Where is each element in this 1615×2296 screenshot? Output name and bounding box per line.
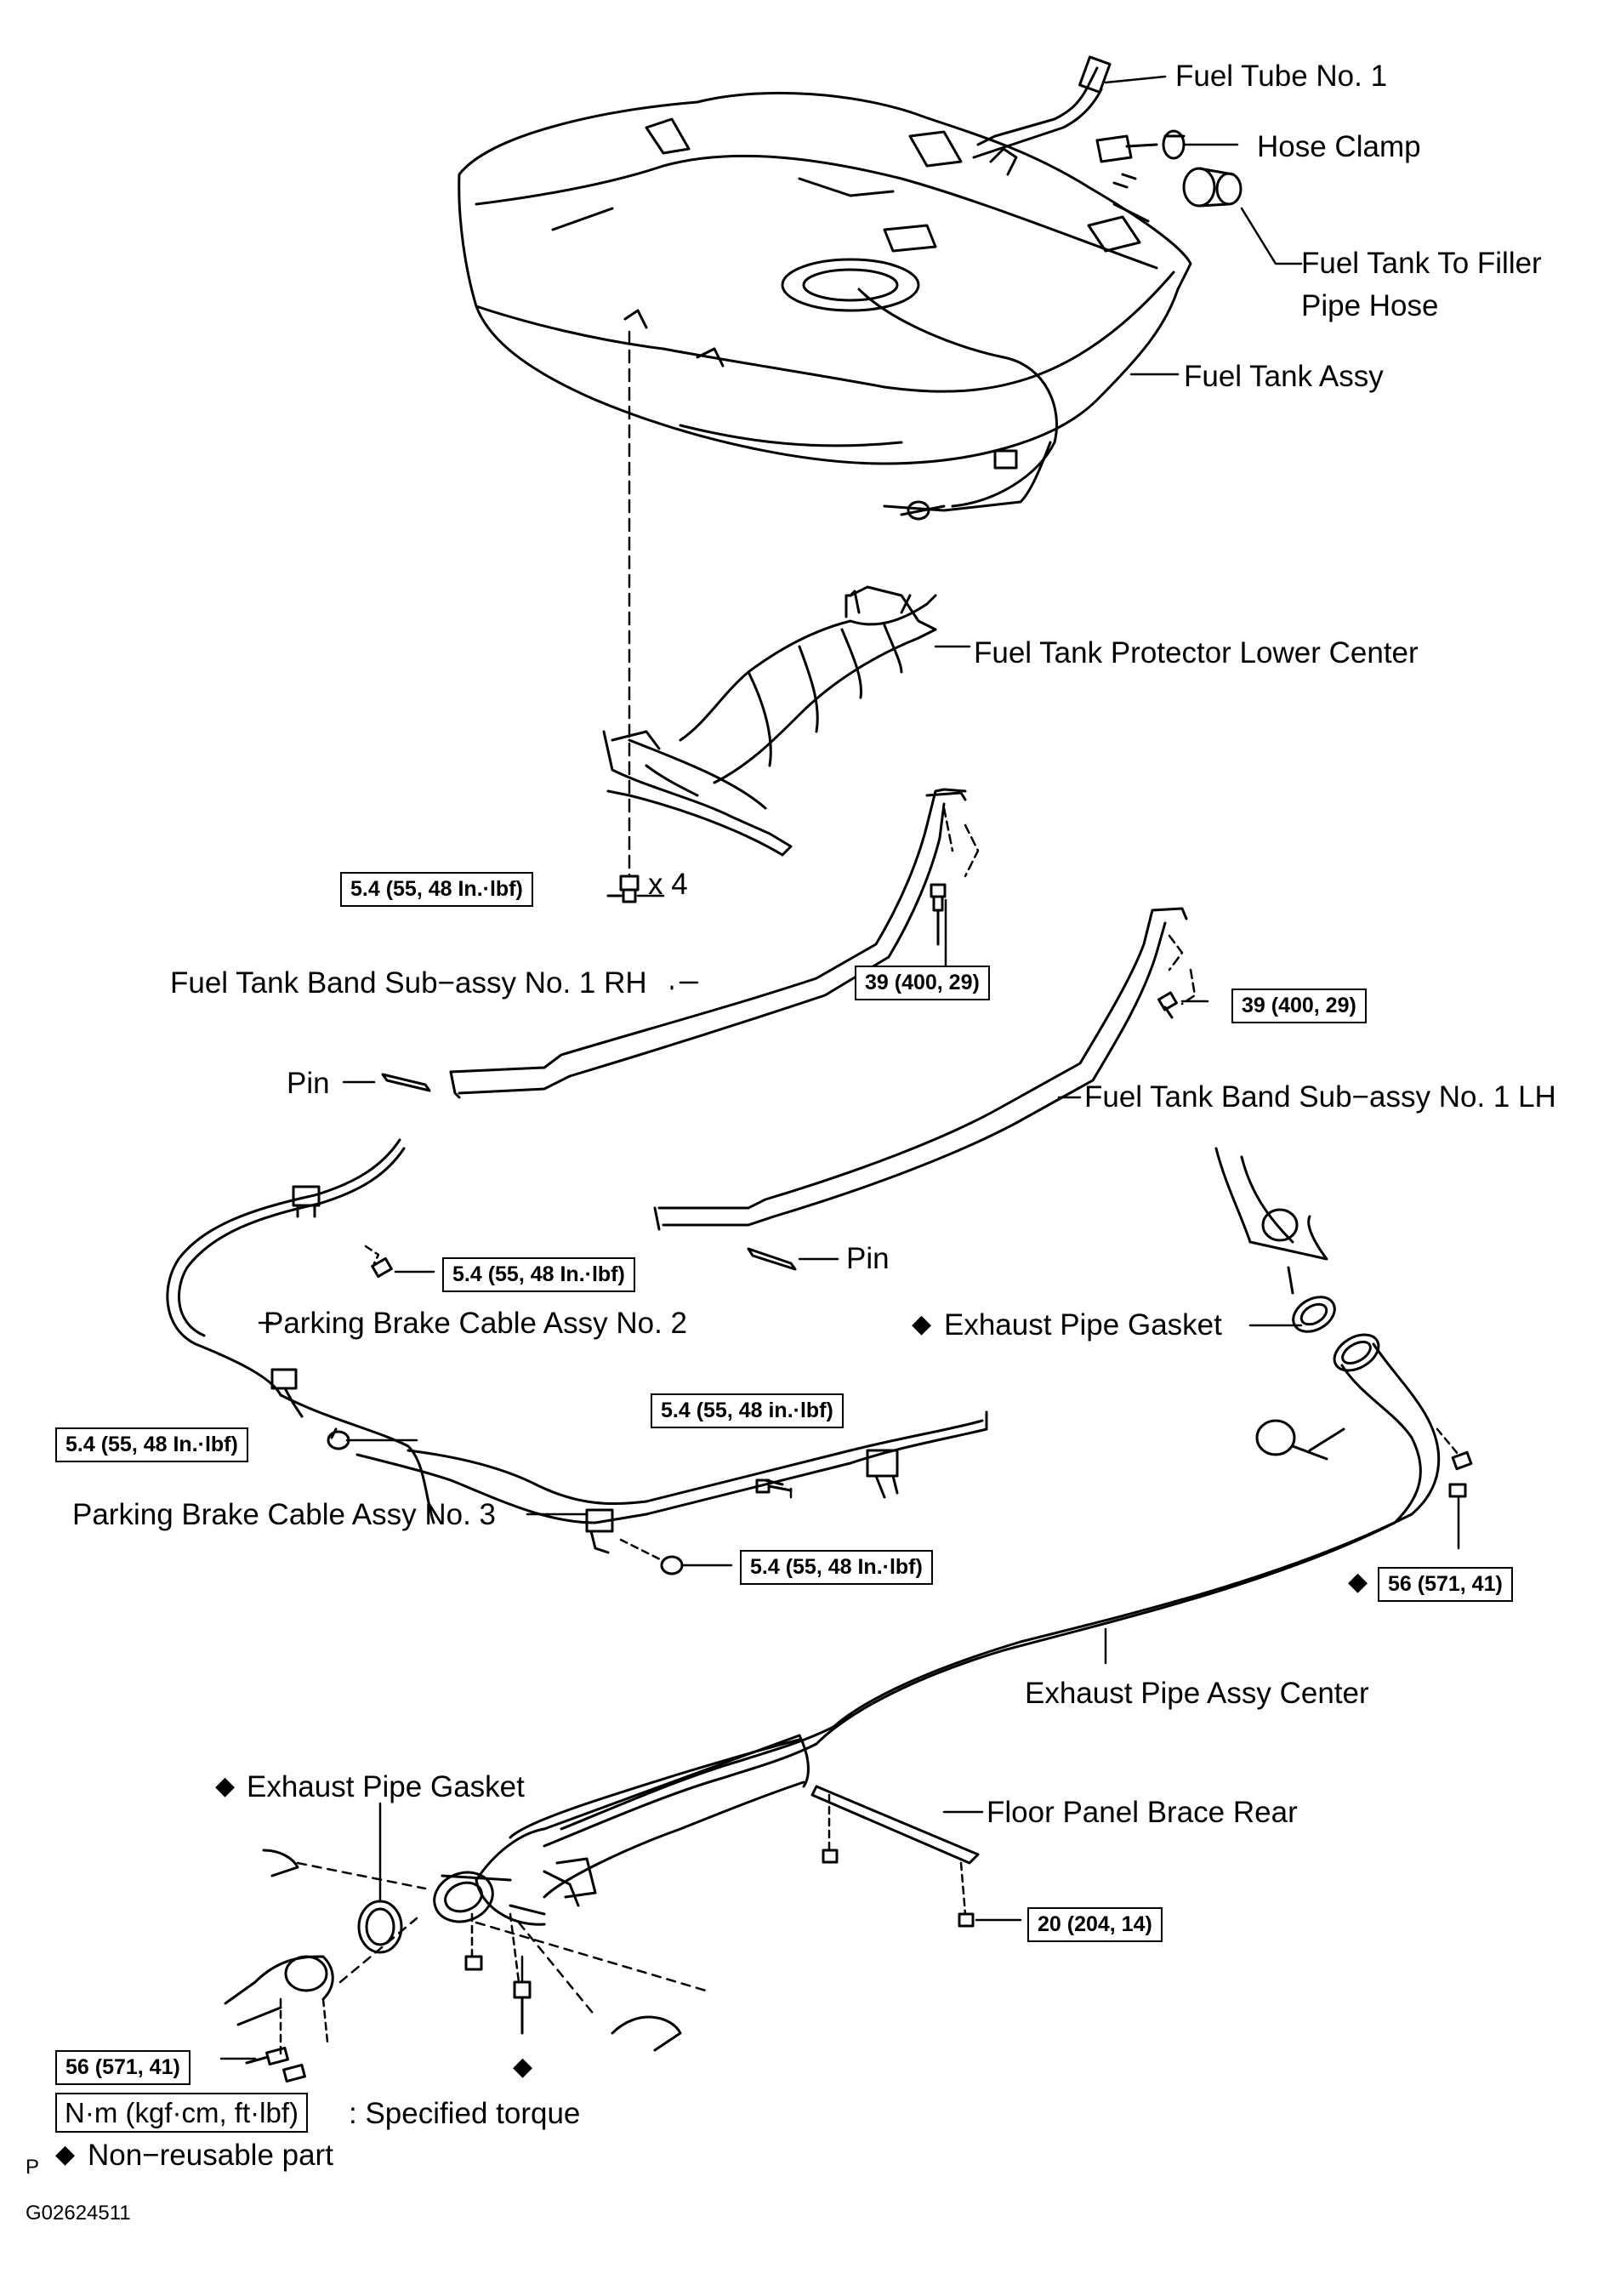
label-fuel-tank-assy: Fuel Tank Assy [1184,360,1384,393]
band-rh-drawing [449,788,980,1099]
label-exhaust-pipe-center: Exhaust Pipe Assy Center [1025,1677,1369,1710]
fuel-tank-drawing [458,55,1243,521]
leader-lines [219,75,1460,2060]
label-filler-hose-line2: Pipe Hose [1301,289,1439,322]
legend-torque-desc: : Specified torque [349,2097,581,2130]
label-filler-hose-line1: Fuel Tank To Filler [1301,247,1542,280]
torque-box-cable-clamp-nut: 5.4 (55, 48 In.·lbf) [55,1427,248,1462]
label-lower-nut-diamond: ◆ [513,2053,533,2081]
label-parking-cable-no3: Parking Brake Cable Assy No. 3 [72,1498,497,1531]
torque-box-exhaust-lower-bolt: 56 (571, 41) [55,2050,191,2085]
label-floor-brace-rear: Floor Panel Brace Rear [987,1796,1298,1829]
pin-lh-drawing [747,1247,797,1271]
torque-box-cable-lower-nut-2: 5.4 (55, 48 In.·lbf) [740,1550,933,1585]
parking-brake-cable-drawing [166,1138,988,1575]
footer-corner-letter: P [26,2156,40,2179]
label-exhaust-gasket-upper: Exhaust Pipe Gasket [944,1308,1222,1342]
torque-box-band-rh: 39 (400, 29) [855,966,990,1000]
torque-box-band-lh: 39 (400, 29) [1231,988,1367,1023]
pin-rh-drawing [381,1073,431,1092]
label-hose-clamp: Hose Clamp [1257,130,1421,163]
footer-figure-code: G02624511 [26,2202,131,2225]
legend-non-reusable-diamond: ◆ [55,2140,76,2168]
torque-box-floor-brace: 20 (204, 14) [1027,1907,1163,1942]
torque-56-upper-diamond: ◆ [1348,1568,1368,1596]
exhaust-pipe-drawing [224,1147,1473,2083]
torque-box-cable-lower-bolt-1: 5.4 (55, 48 in.·lbf) [651,1393,844,1428]
label-fuel-tube-no1: Fuel Tube No. 1 [1175,60,1388,93]
torque-box-protector-bolt: 5.4 (55, 48 In.·lbf) [340,872,533,907]
fuel-tank-protector-drawing [602,585,937,857]
label-band-lh: Fuel Tank Band Sub−assy No. 1 LH [1084,1080,1556,1114]
label-parking-cable-no2: Parking Brake Cable Assy No. 2 [264,1307,688,1340]
torque-box-exhaust-upper-nut: 56 (571, 41) [1378,1567,1513,1602]
label-protector-lower-center: Fuel Tank Protector Lower Center [974,636,1419,669]
floor-brace-drawing [810,1785,980,1928]
label-band-rh: Fuel Tank Band Sub−assy No. 1 RH [170,966,647,1000]
label-exhaust-gasket-lower-diamond: ◆ [215,1772,236,1800]
torque-box-cable-no2-bolt: 5.4 (55, 48 In.·lbf) [442,1257,635,1292]
label-pin-rh: Pin [287,1067,330,1100]
label-exhaust-gasket-lower: Exhaust Pipe Gasket [247,1770,525,1803]
protector-bolt-drawing [606,875,640,903]
label-pin-lh: Pin [846,1242,890,1275]
label-qty-x4: x 4 [648,868,688,901]
legend-torque-unit-box: N·m (kgf·cm, ft·lbf) [55,2093,308,2133]
label-exhaust-gasket-upper-diamond: ◆ [912,1310,932,1338]
legend-non-reusable: Non−reusable part [88,2139,333,2172]
band-lh-drawing [653,907,1197,1231]
